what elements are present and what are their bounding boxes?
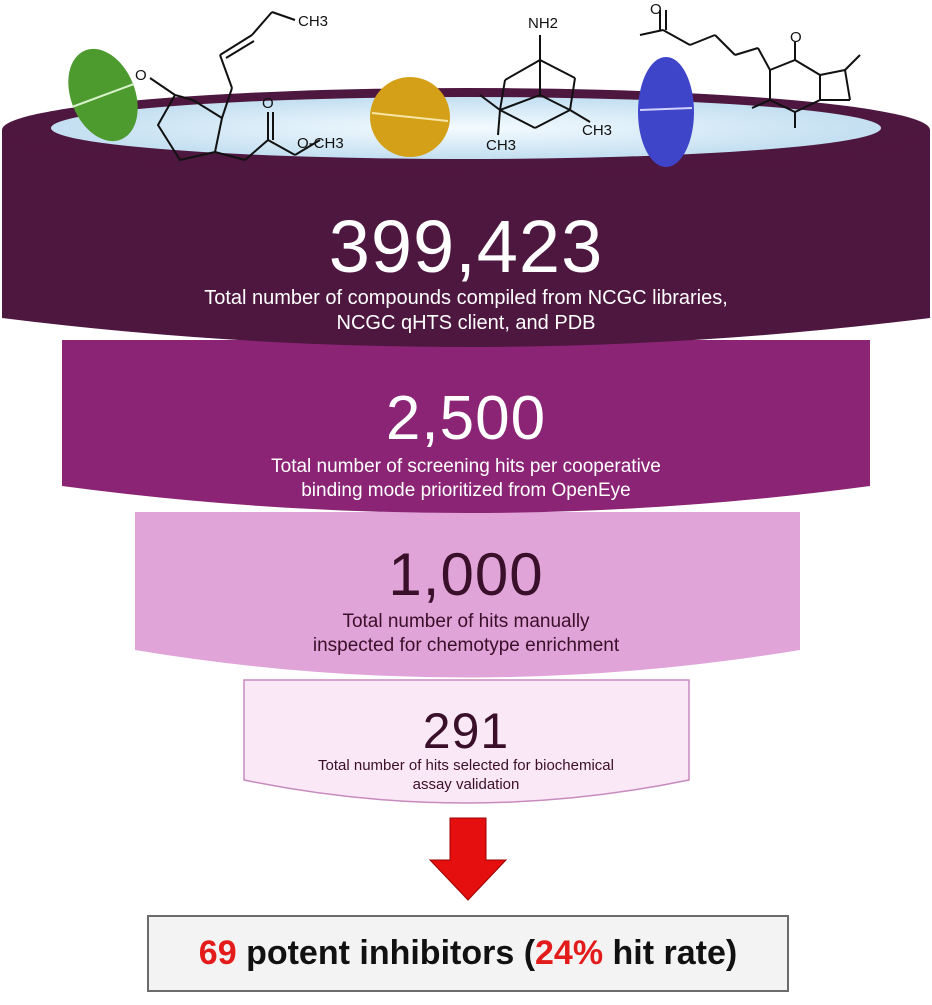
tier-3-description: Total number of hits manually inspected … — [0, 610, 932, 658]
tier-2-line-2: binding mode prioritized from OpenEye — [301, 479, 631, 501]
tier-4-band — [243, 679, 690, 804]
yellow-pill — [370, 77, 450, 157]
tier-4-line-1: Total number of hits selected for bioche… — [318, 757, 614, 774]
ch3-a-label: CH3 — [486, 137, 516, 154]
xanthine-o-label: O — [790, 29, 802, 46]
result-text-mid: potent inhibitors ( — [246, 934, 536, 972]
tier-3-line-2: inspected for chemotype enrichment — [312, 634, 620, 656]
down-arrow — [428, 817, 508, 901]
ch3-top-label: CH3 — [298, 13, 328, 30]
tier-1-description: Total number of compounds compiled from … — [0, 286, 932, 336]
tier-3-line-1: Total number of hits manually — [342, 611, 590, 632]
hit-rate: 24% — [535, 934, 604, 972]
molecule-o-label: O — [135, 67, 147, 84]
result-box: 69 potent inhibitors (24% hit rate) — [147, 915, 789, 992]
inhibitor-count: 69 — [198, 934, 237, 972]
molecule-1 — [149, 11, 321, 162]
tier-4-number: 291 — [422, 703, 510, 759]
tier-4-line-2: assay validation — [412, 775, 520, 793]
tier-1-number: 399,423 — [328, 205, 604, 288]
tier-1-line-1: Total number of compounds compiled from … — [204, 287, 728, 309]
tier-3-number: 1,000 — [388, 541, 544, 608]
tier-4-description: Total number of hits selected for bioche… — [0, 757, 932, 795]
blue-pill — [638, 57, 694, 167]
nh2-label: NH2 — [528, 15, 558, 32]
molecule-3 — [639, 10, 861, 128]
molecule-o2-label: O — [262, 95, 274, 112]
molecule-2 — [479, 35, 591, 136]
green-pill — [68, 48, 138, 142]
result-text-end: hit rate) — [612, 934, 738, 972]
tier-3-band — [135, 512, 800, 678]
ch3-b-label: CH3 — [582, 122, 612, 139]
tier-2-description: Total number of screening hits per coope… — [0, 455, 932, 503]
ester-label: O-CH3 — [297, 135, 344, 152]
ketone-o-label: O — [650, 1, 662, 18]
tier-2-line-1: Total number of screening hits per coope… — [271, 456, 661, 477]
tier-2-band — [62, 340, 870, 513]
tier-1-line-2: NCGC qHTS client, and PDB — [336, 312, 596, 334]
tier-2-number: 2,500 — [385, 384, 547, 453]
